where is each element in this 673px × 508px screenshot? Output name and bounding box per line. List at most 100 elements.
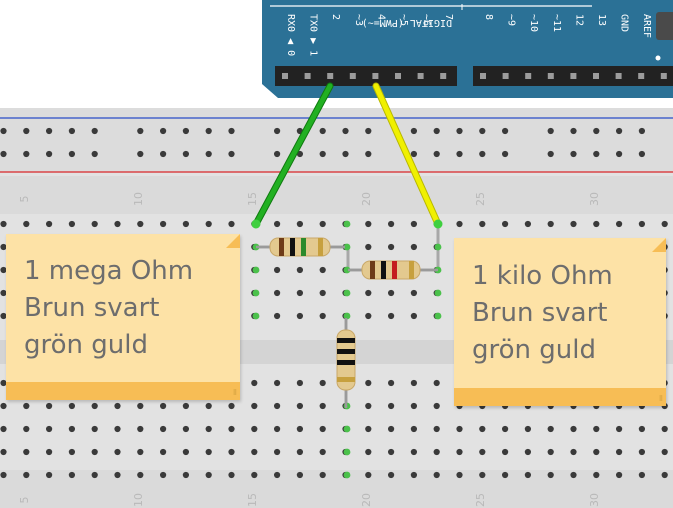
breadboard-hole[interactable]	[319, 312, 326, 320]
breadboard-hole[interactable]	[319, 402, 326, 410]
breadboard-hole[interactable]	[547, 220, 554, 228]
breadboard-hole[interactable]	[433, 471, 440, 479]
breadboard-hole[interactable]	[251, 379, 258, 387]
yellow-wire[interactable]	[372, 82, 443, 229]
rail-hole[interactable]	[68, 150, 75, 158]
breadboard-hole[interactable]	[114, 425, 121, 433]
header-pin[interactable]	[502, 73, 509, 79]
breadboard-hole[interactable]	[182, 471, 189, 479]
breadboard-hole[interactable]	[46, 425, 53, 433]
rail-hole[interactable]	[433, 127, 440, 135]
breadboard-hole[interactable]	[524, 220, 532, 228]
rail-hole[interactable]	[319, 127, 326, 135]
breadboard-hole[interactable]	[182, 402, 189, 410]
breadboard-hole[interactable]	[365, 220, 372, 228]
rail-hole[interactable]	[274, 127, 281, 135]
breadboard-hole[interactable]	[274, 379, 281, 387]
breadboard-hole[interactable]	[410, 289, 417, 297]
rail-hole[interactable]	[91, 127, 98, 135]
rail-hole[interactable]	[479, 150, 486, 158]
breadboard-hole[interactable]	[114, 402, 121, 410]
rail-hole[interactable]	[228, 150, 235, 158]
breadboard-hole[interactable]	[433, 425, 440, 433]
header-pin[interactable]	[547, 73, 554, 79]
breadboard-hole[interactable]	[228, 425, 235, 433]
breadboard-hole[interactable]	[661, 425, 668, 433]
breadboard-hole[interactable]	[68, 471, 75, 479]
breadboard-hole[interactable]	[205, 402, 212, 410]
breadboard-hole[interactable]	[274, 220, 281, 228]
header-pin[interactable]	[440, 73, 447, 79]
header-pin[interactable]	[282, 73, 288, 79]
rail-hole[interactable]	[91, 150, 98, 158]
breadboard-hole[interactable]	[456, 425, 463, 433]
breadboard-hole[interactable]	[365, 312, 372, 320]
breadboard-hole[interactable]	[160, 448, 167, 456]
breadboard-hole[interactable]	[365, 289, 372, 297]
breadboard-hole[interactable]	[251, 402, 258, 410]
breadboard-hole[interactable]	[137, 425, 144, 433]
breadboard-hole[interactable]	[205, 220, 212, 228]
breadboard-hole[interactable]	[638, 448, 646, 456]
breadboard-hole[interactable]	[68, 402, 75, 410]
breadboard-hole[interactable]	[23, 448, 30, 456]
breadboard-hole[interactable]	[137, 448, 144, 456]
breadboard-hole[interactable]	[319, 266, 326, 274]
breadboard-hole[interactable]	[46, 402, 53, 410]
breadboard-hole[interactable]	[456, 448, 463, 456]
breadboard-hole[interactable]	[410, 220, 417, 228]
rail-hole[interactable]	[547, 127, 554, 135]
connected-hole[interactable]	[434, 289, 442, 297]
breadboard-hole[interactable]	[296, 425, 303, 433]
rail-hole[interactable]	[456, 150, 463, 158]
breadboard-hole[interactable]	[0, 448, 7, 456]
breadboard-hole[interactable]	[205, 425, 212, 433]
breadboard-hole[interactable]	[388, 312, 395, 320]
connected-hole[interactable]	[343, 289, 351, 297]
rail-hole[interactable]	[182, 127, 189, 135]
breadboard-hole[interactable]	[502, 220, 509, 228]
breadboard-hole[interactable]	[137, 402, 144, 410]
breadboard-hole[interactable]	[228, 402, 235, 410]
rail-hole[interactable]	[570, 150, 577, 158]
connected-hole[interactable]	[343, 425, 351, 433]
breadboard-hole[interactable]	[228, 220, 235, 228]
breadboard-hole[interactable]	[502, 471, 509, 479]
breadboard-hole[interactable]	[91, 425, 98, 433]
breadboard-hole[interactable]	[570, 425, 577, 433]
breadboard-hole[interactable]	[68, 448, 75, 456]
breadboard-hole[interactable]	[296, 266, 303, 274]
breadboard-hole[interactable]	[365, 243, 372, 251]
breadboard-hole[interactable]	[0, 471, 7, 479]
breadboard-hole[interactable]	[91, 448, 98, 456]
rail-hole[interactable]	[182, 150, 189, 158]
connected-hole[interactable]	[434, 243, 442, 251]
rail-hole[interactable]	[547, 150, 554, 158]
breadboard-hole[interactable]	[524, 425, 532, 433]
breadboard-hole[interactable]	[365, 379, 372, 387]
breadboard-hole[interactable]	[251, 425, 258, 433]
rail-hole[interactable]	[593, 127, 600, 135]
breadboard-hole[interactable]	[638, 471, 646, 479]
breadboard-hole[interactable]	[46, 220, 53, 228]
header-pin[interactable]	[660, 73, 667, 79]
breadboard-hole[interactable]	[23, 471, 30, 479]
breadboard-hole[interactable]	[388, 243, 395, 251]
connected-hole[interactable]	[343, 471, 351, 479]
connected-hole[interactable]	[343, 312, 351, 320]
breadboard-hole[interactable]	[160, 471, 167, 479]
breadboard-hole[interactable]	[23, 425, 30, 433]
breadboard-hole[interactable]	[410, 471, 417, 479]
rail-hole[interactable]	[205, 150, 212, 158]
breadboard-hole[interactable]	[228, 471, 235, 479]
header-pin[interactable]	[570, 73, 577, 79]
breadboard-hole[interactable]	[502, 425, 509, 433]
breadboard-hole[interactable]	[479, 425, 486, 433]
rail-hole[interactable]	[68, 127, 75, 135]
rail-hole[interactable]	[160, 127, 167, 135]
header-pin[interactable]	[480, 73, 486, 79]
breadboard-hole[interactable]	[182, 220, 189, 228]
reset-button[interactable]	[656, 12, 673, 40]
breadboard-hole[interactable]	[0, 220, 7, 228]
breadboard-hole[interactable]	[479, 220, 486, 228]
